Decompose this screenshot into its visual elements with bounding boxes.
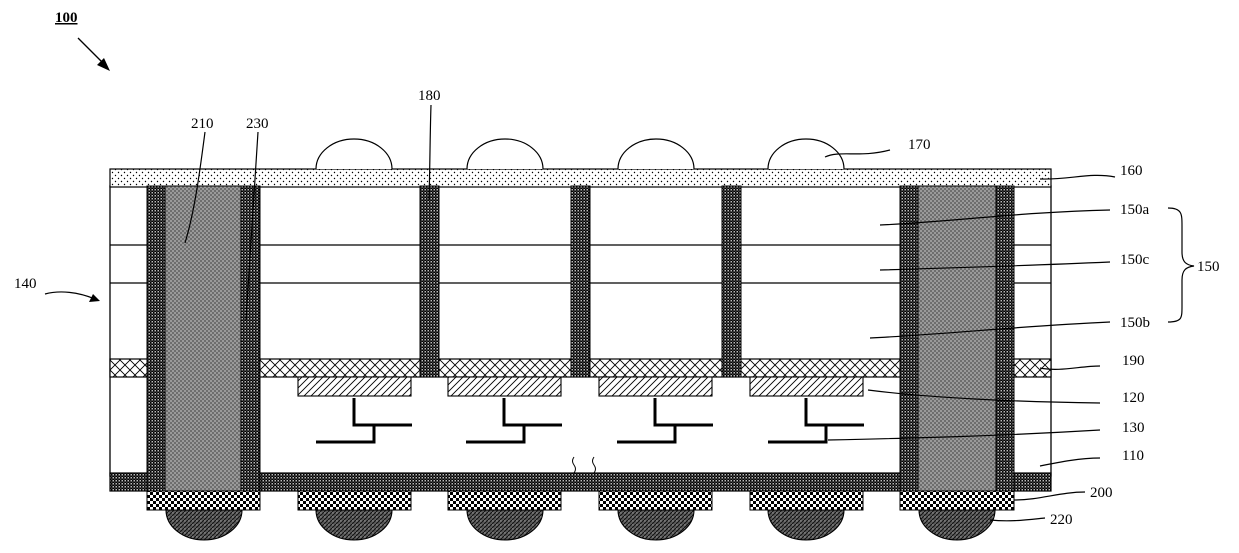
- via-wall-right-outer: [900, 186, 918, 491]
- ubm-200-3: [448, 491, 561, 510]
- ubm-200-4: [599, 491, 712, 510]
- label-120: 120: [1122, 390, 1145, 406]
- leader-220: [990, 518, 1045, 521]
- layer-160: [110, 169, 1051, 187]
- brace-150: [1168, 208, 1194, 322]
- label-160: 160: [1120, 163, 1143, 179]
- pad-120-2: [448, 377, 561, 396]
- solder-bump-220-2: [316, 510, 392, 540]
- post-210-right: [918, 186, 996, 491]
- ubm-200-1: [147, 491, 260, 510]
- leader-140-arrowhead: [89, 294, 100, 302]
- label-170: 170: [908, 137, 931, 153]
- via-wall-230-left-outer: [147, 186, 165, 491]
- post-210-left: [165, 186, 241, 491]
- label-200: 200: [1090, 485, 1113, 501]
- bump-170-4: [768, 139, 844, 169]
- label-220: 220: [1050, 512, 1073, 528]
- bump-170-3: [618, 139, 694, 169]
- label-110: 110: [1122, 448, 1144, 464]
- solder-bump-220-6: [919, 510, 995, 540]
- bump-170-1: [316, 139, 392, 169]
- pad-120-3: [599, 377, 712, 396]
- label-230: 230: [246, 116, 269, 132]
- via-180-2: [571, 186, 590, 377]
- solder-bump-220-3: [467, 510, 543, 540]
- ubm-200-6: [900, 491, 1014, 510]
- via-wall-right-inner: [996, 186, 1014, 491]
- figure-label: 100: [55, 10, 78, 26]
- label-150: 150: [1197, 259, 1220, 275]
- via-180-1: [420, 186, 439, 377]
- leader-200: [1014, 492, 1085, 500]
- ubm-200-5: [750, 491, 863, 510]
- label-210: 210: [191, 116, 214, 132]
- label-190: 190: [1122, 353, 1145, 369]
- label-150c: 150c: [1120, 252, 1150, 268]
- solder-bump-220-1: [166, 510, 242, 540]
- leader-140: [45, 292, 95, 299]
- label-140: 140: [14, 276, 37, 292]
- label-150a: 150a: [1120, 202, 1150, 218]
- pad-120-4: [750, 377, 863, 396]
- figure-arrowhead: [97, 58, 110, 71]
- label-150b: 150b: [1120, 315, 1150, 331]
- solder-bump-220-5: [768, 510, 844, 540]
- ubm-200-2: [298, 491, 411, 510]
- via-180-3: [722, 186, 741, 377]
- bump-170-2: [467, 139, 543, 169]
- solder-bump-220-4: [618, 510, 694, 540]
- via-wall-230-left-inner: [241, 186, 260, 491]
- pad-120-1: [298, 377, 411, 396]
- label-180: 180: [418, 88, 441, 104]
- label-130: 130: [1122, 420, 1145, 436]
